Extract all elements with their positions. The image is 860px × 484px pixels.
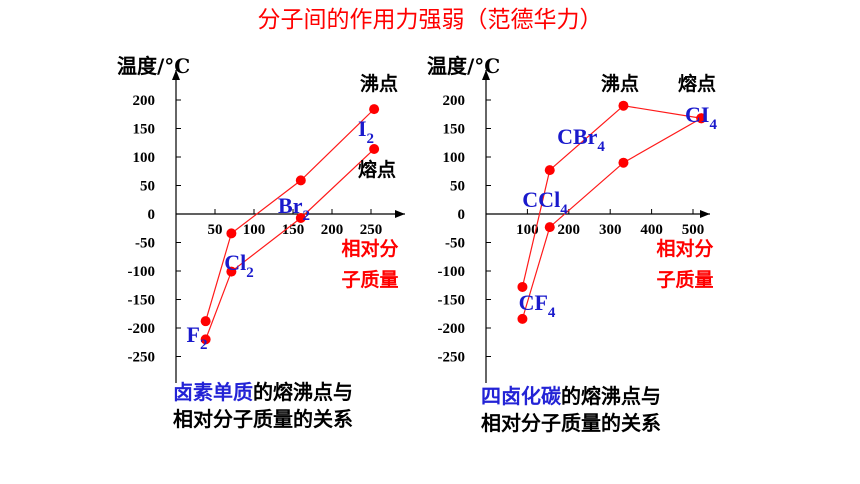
data-point-Cl-0 — [226, 228, 237, 239]
caption-carbon-tetrahalide: 四卤化碳的熔沸点与 相对分子质量的关系 — [481, 383, 661, 437]
caption-line2: 相对分子质量的关系 — [173, 407, 353, 431]
x-tick-label: 200 — [558, 222, 581, 238]
y-tick-label: 200 — [133, 93, 156, 109]
data-point-CF-1 — [517, 313, 528, 324]
data-point-CF-0 — [517, 281, 528, 292]
x-tick-label: 200 — [321, 222, 344, 238]
y-axis-arrow — [482, 70, 490, 80]
y-tick-label: -150 — [438, 293, 466, 309]
y-tick-label: -250 — [438, 350, 466, 366]
x-axis-label-line2: 子质量 — [656, 269, 713, 291]
caption-text: 的熔沸点与 — [253, 380, 353, 404]
data-point-CI-1 — [696, 113, 707, 124]
point-label-CCl: CCl4 — [522, 187, 568, 218]
y-tick-label: -50 — [445, 236, 465, 252]
point-label-I: I2 — [358, 116, 374, 147]
y-axis-arrow — [172, 70, 180, 80]
y-tick-label: 0 — [148, 207, 156, 223]
point-label-Br: Br2 — [278, 193, 310, 224]
y-tick-label: 200 — [443, 93, 466, 109]
point-label-CF: CF4 — [519, 290, 556, 321]
y-tick-label: -100 — [128, 264, 156, 280]
caption-text: 的熔沸点与 — [561, 384, 661, 408]
y-tick-label: -250 — [128, 350, 156, 366]
data-point-CCl-1 — [544, 222, 555, 233]
y-tick-label: -200 — [438, 321, 466, 337]
data-point-F-1 — [200, 334, 211, 345]
point-label-CI: CI4 — [685, 102, 717, 133]
series-line-1 — [521, 117, 702, 320]
series-line-1 — [205, 148, 375, 340]
chart-halogen: 温度/°C 200 150 100 50 0 -50 -100 -150 -200 -250 50 10… — [117, 54, 405, 383]
series-line-0 — [521, 105, 702, 288]
y-tick-label: -200 — [128, 321, 156, 337]
y-axis-label: 温度/°C — [117, 54, 190, 78]
x-axis-arrow — [700, 210, 710, 218]
data-point-I-0 — [369, 104, 380, 115]
x-tick-label: 100 — [516, 222, 539, 238]
series-name-label: 沸点 — [360, 72, 398, 95]
data-point-CBr-1 — [618, 157, 629, 168]
x-tick-label: 500 — [682, 222, 705, 238]
caption-highlight: 卤素单质 — [173, 380, 253, 404]
y-tick-label: 50 — [140, 179, 155, 195]
series-line-0 — [205, 108, 375, 322]
series-name-label: 熔点 — [678, 72, 716, 95]
point-label-Cl: Cl2 — [224, 250, 254, 281]
data-point-Br-1 — [295, 212, 306, 223]
point-label-CBr: CBr4 — [557, 124, 605, 155]
data-point-F-0 — [200, 316, 211, 327]
caption-line2: 相对分子质量的关系 — [481, 411, 661, 435]
x-axis-label-line1: 相对分 — [341, 237, 398, 260]
x-axis-label-line1: 相对分 — [656, 237, 713, 260]
y-tick-label: -150 — [128, 293, 156, 309]
data-point-CCl-0 — [544, 165, 555, 176]
x-tick-label: 100 — [243, 222, 266, 238]
x-tick-label: 400 — [640, 222, 663, 238]
y-axis-label: 温度/°C — [427, 54, 500, 78]
x-tick-label: 300 — [599, 222, 622, 238]
x-axis-label-line2: 子质量 — [341, 269, 398, 291]
page-title: 分子间的作用力强弱（范德华力） — [257, 7, 603, 33]
x-tick-label: 50 — [208, 222, 223, 238]
caption-highlight: 四卤化碳 — [481, 384, 561, 408]
y-tick-label: 100 — [443, 150, 466, 166]
y-tick-label: 150 — [133, 122, 156, 138]
data-point-I-1 — [369, 144, 380, 155]
y-tick-label: -100 — [438, 264, 466, 280]
caption-halogen: 卤素单质的熔沸点与 相对分子质量的关系 — [173, 379, 353, 433]
point-label-F: F2 — [187, 322, 208, 353]
y-tick-label: 100 — [133, 150, 156, 166]
x-tick-label: 150 — [282, 222, 305, 238]
series-name-label: 沸点 — [601, 72, 639, 95]
data-point-Cl-1 — [226, 266, 237, 277]
data-point-CBr-0 — [618, 100, 629, 111]
y-tick-label: 150 — [443, 122, 466, 138]
x-axis-arrow — [395, 210, 405, 218]
y-tick-label: -50 — [135, 236, 155, 252]
data-point-Br-0 — [295, 175, 306, 186]
series-name-label: 熔点 — [358, 158, 396, 181]
x-tick-label: 250 — [360, 222, 383, 238]
y-tick-label: 50 — [450, 179, 465, 195]
y-tick-label: 0 — [458, 207, 466, 223]
